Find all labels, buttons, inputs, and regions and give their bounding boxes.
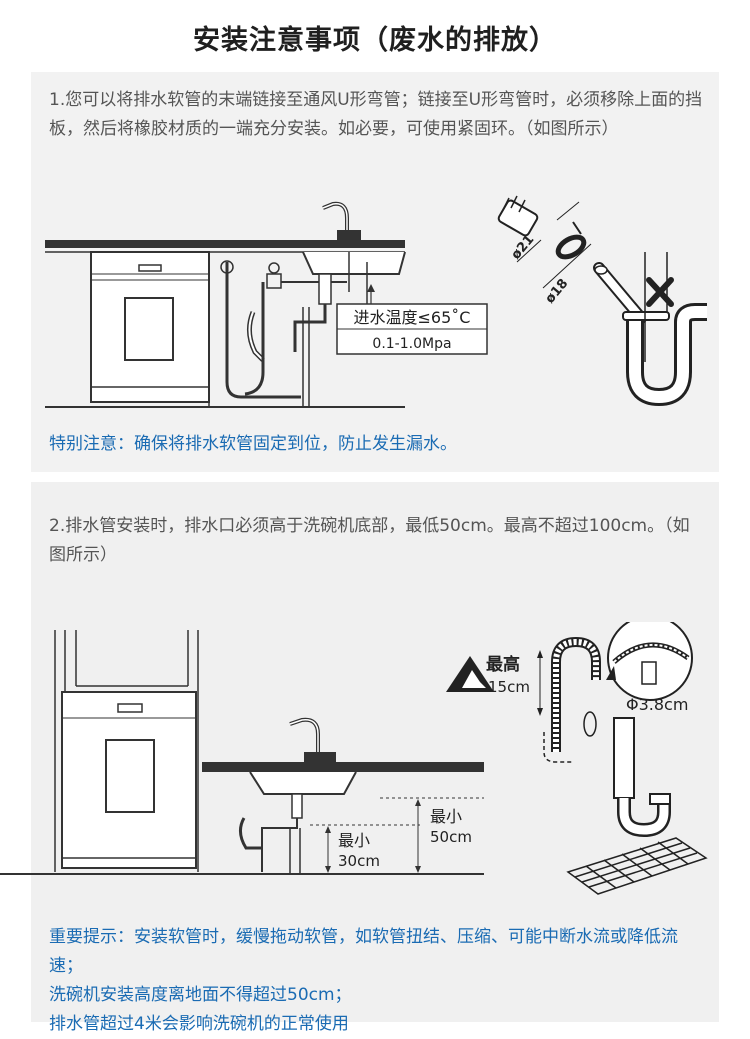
min-50-label: 最小 [430, 807, 462, 826]
water-temp-label: 进水温度≤65˚C [354, 308, 471, 327]
min-30-value: 30cm [338, 852, 380, 870]
section-1-note: 特别注意：确保将排水软管固定到位，防止发生漏水。 [49, 434, 457, 454]
water-pressure-label: 0.1-1.0Mpa [372, 336, 451, 352]
section-1-text: 1.您可以将排水软管的末端链接至通风U形弯管；链接至U形弯管时，必须移除上面的挡… [49, 90, 703, 139]
max-height-detail: 最高 15cm Φ3.8cm [446, 622, 708, 895]
section-2-panel: 2.排水管安装时，排水口必须高于洗碗机底部，最低50cm。最高不超过100cm。… [0, 482, 719, 1034]
min-50-value: 50cm [430, 828, 472, 846]
dim-18-label: ø18 [543, 276, 572, 306]
page-title: 安装注意事项（废水的排放） [193, 25, 557, 56]
section-1-panel: 1.您可以将排水软管的末端链接至通风U形弯管；链接至U形弯管时，必须移除上面的挡… [31, 72, 719, 472]
section-2-note-2: 洗碗机安装高度离地面不得超过50cm； [49, 985, 352, 1005]
section-2-text: 2.排水管安装时，排水口必须高于洗碗机底部，最低50cm。最高不超过100cm。… [49, 516, 690, 565]
drain-height-diagram: 最小 30cm 最小 50cm 最高 15cm Φ3.8cm [0, 622, 708, 895]
max-label: 最高 [486, 654, 520, 675]
min-30-label: 最小 [338, 831, 370, 850]
sink-installation-diagram: 进水温度≤65˚C 0.1-1.0Mpa ø21 ø18 [45, 195, 707, 408]
section-2-note-1: 重要提示：安装软管时，缓慢拖动软管，如软管扭结、压缩、可能中断水流或降低流速； [49, 927, 678, 976]
u-trap-detail: ø21 ø18 [497, 195, 707, 407]
section-2-note-3: 排水管超过4米会影响洗碗机的正常使用 [49, 1014, 349, 1034]
floor-tile-grid [566, 837, 708, 895]
x-mark-icon [646, 277, 674, 307]
pipe-diameter-label: Φ3.8cm [626, 695, 688, 714]
max-value: 15cm [488, 678, 530, 696]
